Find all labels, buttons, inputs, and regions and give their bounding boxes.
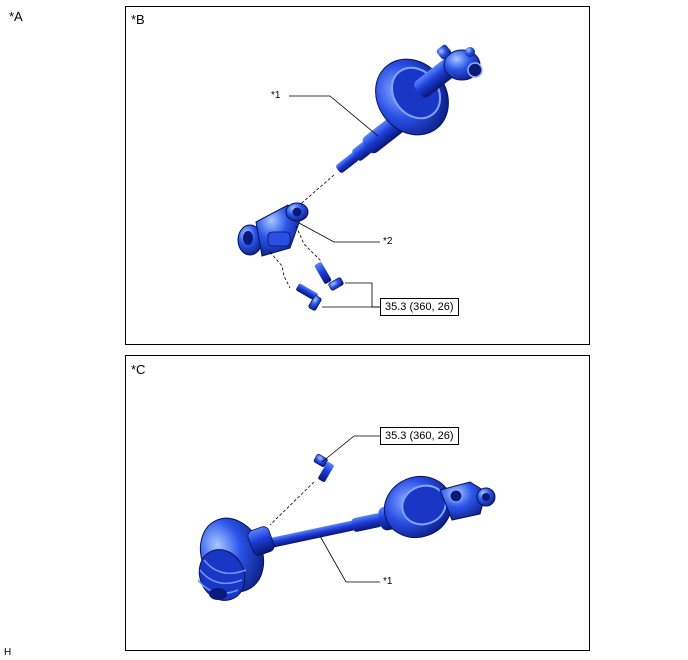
callout-1-b: *1 — [271, 90, 281, 101]
figure-label-a: *A — [9, 9, 23, 24]
steering-shaft-c — [265, 476, 496, 549]
upper-yoke-b — [436, 44, 483, 81]
callout-1-c: *1 — [383, 576, 393, 587]
panel-b-label: *B — [131, 12, 145, 27]
torque-spec-b: 35.3 (360, 26) — [380, 298, 459, 316]
upper-yoke-c — [439, 481, 496, 521]
torque-spec-c: 35.3 (360, 26) — [380, 427, 459, 445]
panel-c — [125, 355, 590, 651]
callout-2-b: *2 — [383, 236, 393, 247]
bolt-b-2 — [296, 283, 322, 311]
lower-joint-c — [197, 517, 275, 601]
bolt-b-1 — [314, 262, 344, 291]
bolt-c — [313, 453, 334, 482]
panel-c-label: *C — [131, 362, 146, 377]
steering-shaft-b — [336, 44, 483, 173]
figure-footer-code: H — [4, 647, 12, 658]
panel-b — [125, 6, 590, 345]
intermediate-joint — [237, 202, 309, 257]
